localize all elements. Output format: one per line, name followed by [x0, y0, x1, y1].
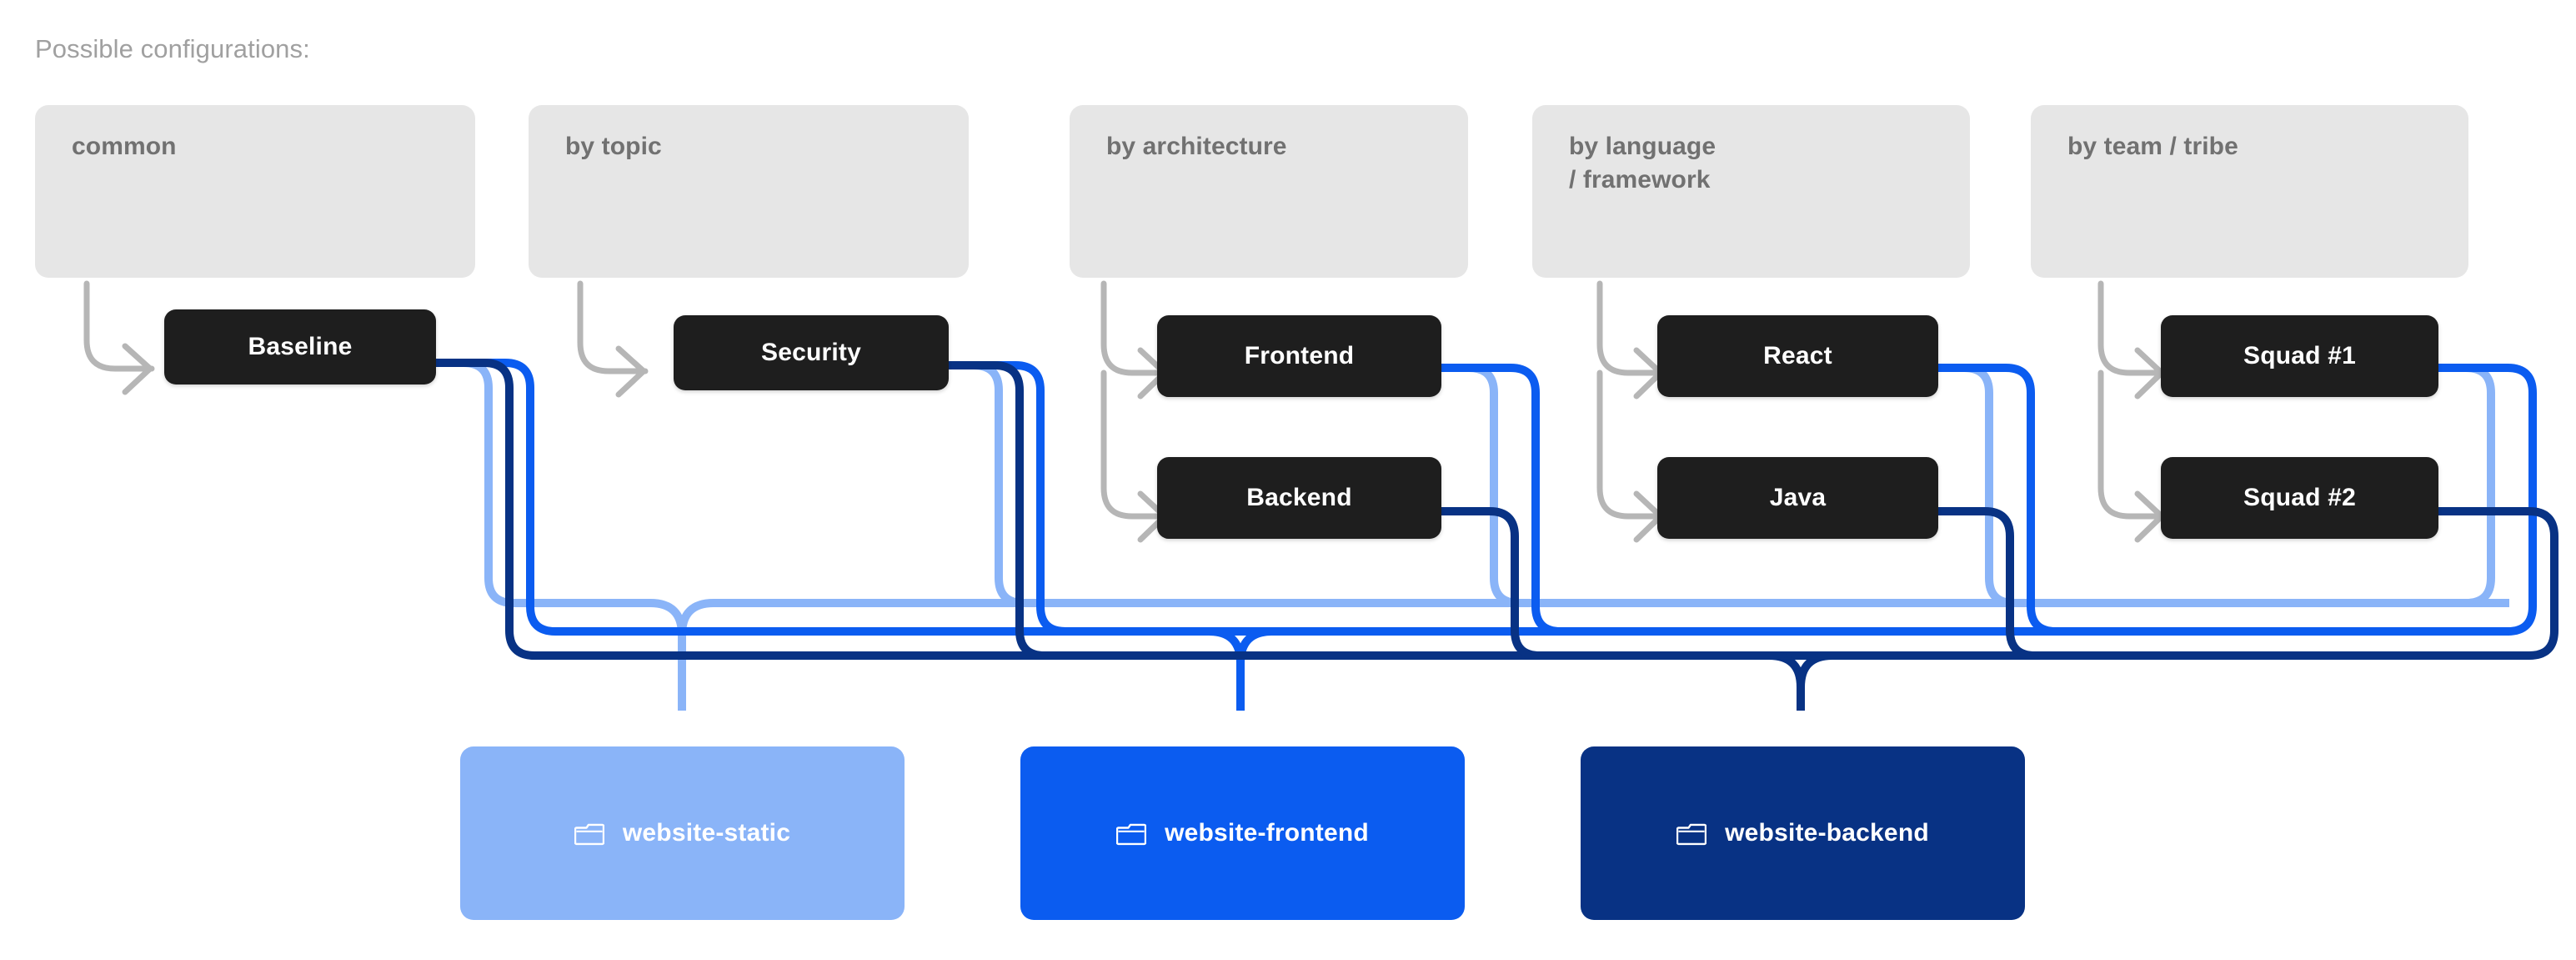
arrowhead-frontend [1206, 696, 1275, 746]
config-card-by-topic[interactable]: by topic [529, 105, 969, 278]
grey-arrow-topic-security [577, 280, 649, 398]
config-card-by-language-framework[interactable]: by language / framework [1532, 105, 1970, 278]
node-squad-1[interactable]: Squad #1 [2161, 315, 2438, 397]
grey-arrow-team-squad1 [2097, 280, 2166, 400]
node-label: Java [1769, 484, 1827, 511]
config-card-by-team-tribe[interactable]: by team / tribe [2031, 105, 2468, 278]
node-react[interactable]: React [1657, 315, 1938, 397]
folder-icon [574, 823, 604, 846]
grey-arrow-language-react [1596, 280, 1665, 400]
repo-website-static[interactable]: website-static [460, 746, 905, 920]
page-title: Possible configurations: [35, 34, 310, 63]
node-baseline[interactable]: Baseline [164, 309, 436, 385]
folder-icon [1116, 823, 1147, 846]
node-label: React [1763, 342, 1832, 369]
wire-baseline-to-backend [436, 359, 1769, 660]
grey-arrow-architecture-backend [1100, 369, 1169, 543]
node-label: Squad #1 [2243, 342, 2356, 369]
node-frontend[interactable]: Frontend [1157, 315, 1441, 397]
wire-baseline-to-static [436, 359, 650, 607]
wire-baseline-to-frontend [436, 359, 1209, 636]
repo-label: website-backend [1725, 819, 1929, 847]
grey-arrow-common-baseline [83, 280, 155, 395]
node-squad-2[interactable]: Squad #2 [2161, 457, 2438, 539]
node-java[interactable]: Java [1657, 457, 1938, 539]
grey-arrow-architecture-frontend [1100, 280, 1169, 400]
arrowhead-static [648, 696, 716, 746]
wire-drop-backend [1768, 651, 1805, 711]
repo-label: website-static [622, 819, 791, 847]
node-label: Frontend [1244, 342, 1355, 369]
arrowhead-backend [1767, 696, 1835, 746]
repo-content: website-backend [1676, 819, 1929, 847]
grey-arrow-team-squad2 [2097, 369, 2166, 543]
repo-website-backend[interactable]: website-backend [1581, 746, 2025, 920]
node-label: Backend [1246, 484, 1352, 511]
wire-drop-backend-right [1797, 651, 1833, 688]
config-card-label: by topic [565, 133, 662, 160]
node-security[interactable]: Security [674, 315, 949, 390]
repo-content: website-frontend [1116, 819, 1369, 847]
config-card-label: common [72, 133, 177, 160]
wire-drop-static-right [678, 599, 714, 636]
repo-label: website-frontend [1165, 819, 1369, 847]
repo-content: website-static [574, 819, 790, 847]
grey-arrow-language-java [1596, 369, 1665, 543]
config-card-by-architecture[interactable]: by architecture [1070, 105, 1468, 278]
folder-icon [1676, 823, 1707, 846]
config-card-label: by language / framework [1569, 133, 1716, 194]
config-card-label: by team / tribe [2067, 133, 2238, 160]
wire-drop-static [649, 599, 686, 711]
wire-drop-frontend [1208, 627, 1245, 711]
node-backend[interactable]: Backend [1157, 457, 1441, 539]
node-label: Squad #2 [2243, 484, 2356, 511]
config-card-common[interactable]: common [35, 105, 475, 278]
repo-website-frontend[interactable]: website-frontend [1020, 746, 1465, 920]
node-label: Baseline [248, 333, 353, 360]
node-label: Security [761, 339, 861, 366]
wire-drop-frontend-right [1236, 627, 1273, 664]
config-card-label: by architecture [1106, 133, 1287, 160]
